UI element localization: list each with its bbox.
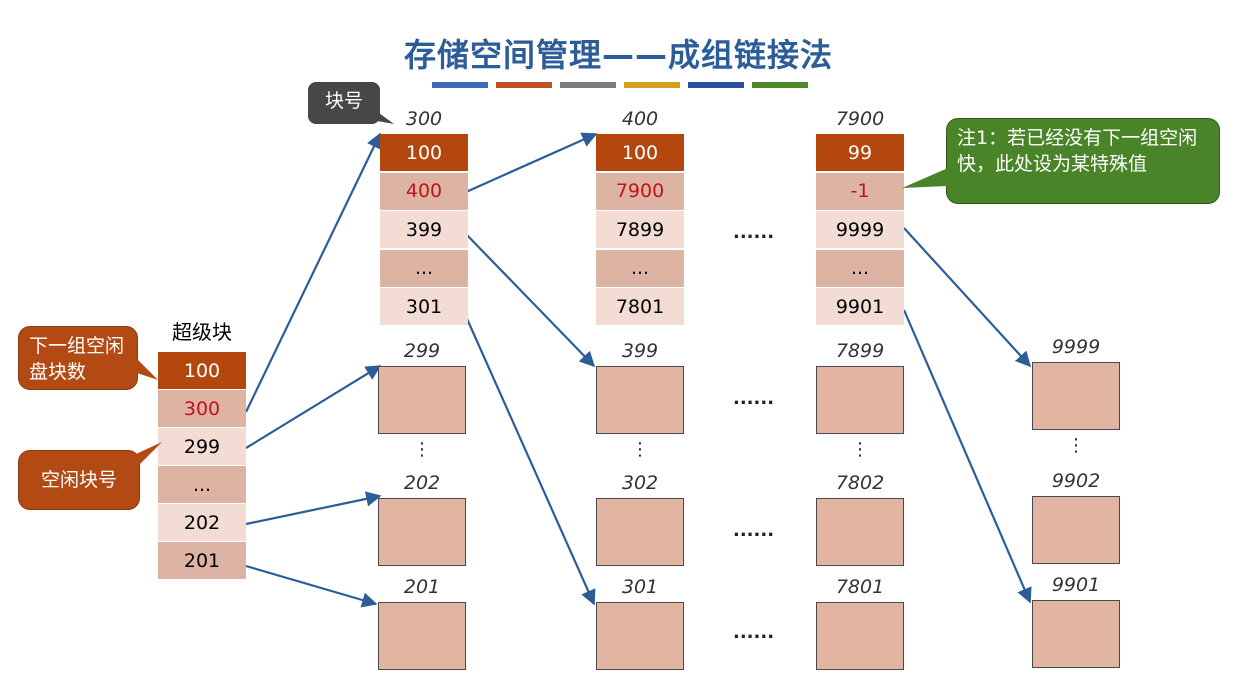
group-block-number: 7900	[835, 108, 885, 130]
arrow-400-to-group2	[465, 132, 598, 194]
title-stripe	[496, 82, 552, 88]
group-cell: 9999	[816, 211, 904, 249]
group-cell: 9901	[816, 288, 904, 326]
free-block	[596, 366, 684, 434]
callout-next-group-count-tail	[134, 356, 158, 380]
vertical-ellipsis: ⋮	[413, 439, 431, 460]
superblock-cell: 100	[158, 352, 246, 390]
free-block	[596, 602, 684, 670]
free-block	[1032, 600, 1120, 668]
superblock-cell: ...	[158, 466, 246, 504]
arrow-9999	[903, 227, 1032, 368]
group-block-number: 400	[621, 108, 659, 130]
callout-block-no-text: 块号	[324, 90, 363, 112]
free-block	[596, 498, 684, 566]
callout-note1: 注1：若已经没有下一组空闲快，此处设为某特殊值	[946, 118, 1220, 204]
group-ellipsis: ......	[733, 222, 775, 243]
free-block	[378, 602, 466, 670]
page-title: 存储空间管理——成组链接法	[403, 36, 833, 74]
callout-note1-tail	[902, 168, 948, 188]
superblock-cell: 201	[158, 542, 246, 580]
title-stripe	[432, 82, 488, 88]
callout-free-block-no: 空闲块号	[18, 450, 140, 510]
free-block-number: 9901	[1051, 574, 1101, 596]
group-cell: 99	[816, 134, 904, 172]
group-cell: 100	[380, 134, 468, 172]
vertical-ellipsis: ⋮	[851, 439, 869, 460]
free-block-number: 201	[403, 576, 441, 598]
free-block	[1032, 496, 1120, 564]
row-ellipsis: ......	[733, 520, 775, 541]
free-block-number: 301	[621, 576, 659, 598]
title-stripe	[624, 82, 680, 88]
group-cell: -1	[816, 172, 904, 211]
callout-next-group-count-text: 下一组空闲盘块数	[29, 335, 125, 383]
arrow-9901	[902, 309, 1032, 604]
title-stripe	[560, 82, 616, 88]
free-block	[816, 366, 904, 434]
group-cell: 7900	[596, 172, 684, 211]
callout-block-no: 块号	[308, 82, 380, 124]
row-ellipsis: ......	[733, 388, 775, 409]
group-cell: 399	[380, 211, 468, 249]
group-cell: 7801	[596, 288, 684, 326]
free-block-number: 7801	[835, 576, 885, 598]
title-stripe	[688, 82, 744, 88]
free-block-number: 299	[403, 340, 441, 362]
group-cell: ...	[380, 249, 468, 288]
callout-next-group-count: 下一组空闲盘块数	[18, 326, 138, 390]
group-cell: 301	[380, 288, 468, 326]
callout-free-block-no-text: 空闲块号	[40, 469, 117, 491]
free-block	[1032, 362, 1120, 430]
superblock-label: 超级块	[172, 320, 232, 344]
free-block-number: 302	[621, 472, 659, 494]
group-cell: 100	[596, 134, 684, 172]
superblock-cell: 202	[158, 504, 246, 542]
free-block-number: 9902	[1051, 470, 1101, 492]
arrow-202	[245, 491, 382, 526]
callout-block-no-tail	[372, 108, 394, 124]
superblock-cell: 300	[158, 390, 246, 428]
callout-free-block-no-tail	[136, 442, 162, 468]
free-block	[378, 498, 466, 566]
group-cell: ...	[816, 249, 904, 288]
free-block-number: 399	[621, 340, 659, 362]
free-block	[816, 498, 904, 566]
vertical-ellipsis: ⋮	[1067, 435, 1085, 456]
free-block-number: 7899	[835, 340, 885, 362]
arrow-300-to-group1	[245, 132, 381, 413]
group-block-number: 300	[405, 108, 443, 130]
free-block	[816, 602, 904, 670]
row-ellipsis: ......	[733, 622, 775, 643]
group-cell: 7899	[596, 211, 684, 249]
superblock-cell: 299	[158, 428, 246, 466]
group-cell: 400	[380, 172, 468, 211]
arrow-301	[462, 311, 596, 606]
free-block-number: 7802	[835, 472, 885, 494]
title-stripe	[752, 82, 808, 88]
group-cell: ...	[596, 249, 684, 288]
free-block-number: 202	[403, 472, 441, 494]
vertical-ellipsis: ⋮	[631, 439, 649, 460]
free-block-number: 9999	[1051, 336, 1101, 358]
free-block	[378, 366, 466, 434]
arrow-299	[245, 365, 382, 449]
arrow-201	[245, 564, 378, 608]
arrow-399	[463, 231, 596, 368]
callout-note1-text: 注1：若已经没有下一组空闲快，此处设为某特殊值	[957, 127, 1198, 175]
